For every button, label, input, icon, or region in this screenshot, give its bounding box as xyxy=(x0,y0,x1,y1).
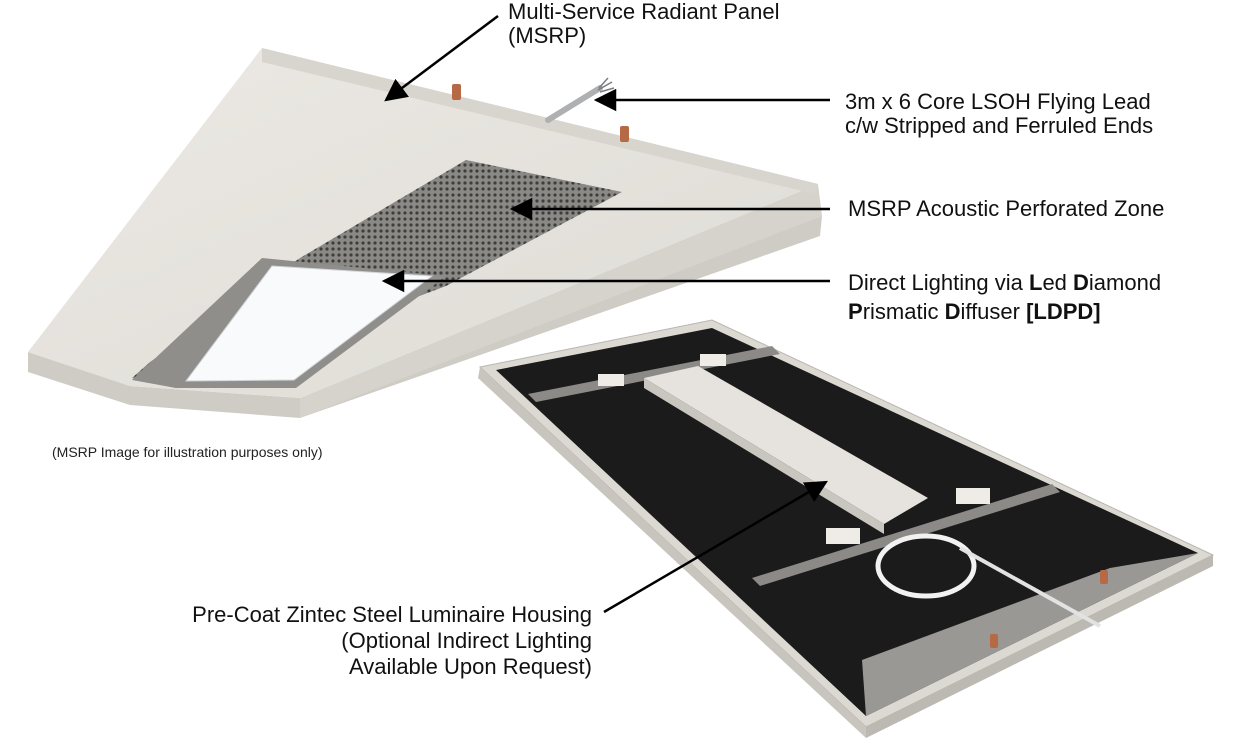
bracket xyxy=(700,354,726,366)
bracket xyxy=(598,374,624,386)
rear-panel-edge xyxy=(478,367,866,738)
label-direct-lighting-line1: Direct Lighting via Led Diamond xyxy=(848,270,1162,295)
label-housing-line2: (Optional Indirect Lighting xyxy=(341,628,592,653)
label-direct-lighting-line2: Prismatic Diffuser [LDPD] xyxy=(848,299,1101,324)
label-msrp: Multi-Service Radiant Panel (MSRP) xyxy=(508,0,779,48)
bracket xyxy=(826,528,860,544)
label-direct-lighting: Direct Lighting via Led Diamond Prismati… xyxy=(848,268,1161,326)
rear-panel xyxy=(478,319,1215,738)
leader-arrows xyxy=(381,15,830,614)
illustration-caption: (MSRP Image for illustration purposes on… xyxy=(52,444,323,460)
copper-stud xyxy=(452,84,461,100)
flying-lead-cable xyxy=(545,85,603,123)
copper-stud xyxy=(1100,570,1108,584)
arrow-msrp xyxy=(384,15,499,102)
label-flying-lead: 3m x 6 Core LSOH Flying Lead c/w Strippe… xyxy=(845,90,1153,138)
led-diamond-diffuser xyxy=(184,265,434,382)
label-acoustic-zone: MSRP Acoustic Perforated Zone xyxy=(848,196,1165,221)
luminaire-housing-channel xyxy=(644,366,928,524)
arrow-housing xyxy=(603,480,828,614)
label-housing-line3: Available Upon Request) xyxy=(349,654,592,679)
copper-stud xyxy=(990,634,998,648)
front-panel-side xyxy=(300,184,822,418)
label-flying-lead-line2: c/w Stripped and Ferruled Ends xyxy=(845,113,1154,138)
copper-stud xyxy=(620,126,629,142)
rear-edge-strip xyxy=(862,553,1198,716)
label-flying-lead-line1: 3m x 6 Core LSOH Flying Lead xyxy=(845,89,1151,114)
rear-panel-edge-right xyxy=(866,555,1213,738)
label-luminaire-housing: Pre-Coat Zintec Steel Luminaire Housing … xyxy=(130,602,592,680)
cable-run xyxy=(959,546,1101,628)
mounting-strap xyxy=(752,484,1060,586)
label-msrp-line2: (MSRP) xyxy=(508,23,587,48)
label-housing-line1: Pre-Coat Zintec Steel Luminaire Housing xyxy=(192,602,592,627)
bracket xyxy=(956,488,990,504)
cable-loop xyxy=(875,533,977,599)
label-msrp-line1: Multi-Service Radiant Panel xyxy=(508,0,780,24)
